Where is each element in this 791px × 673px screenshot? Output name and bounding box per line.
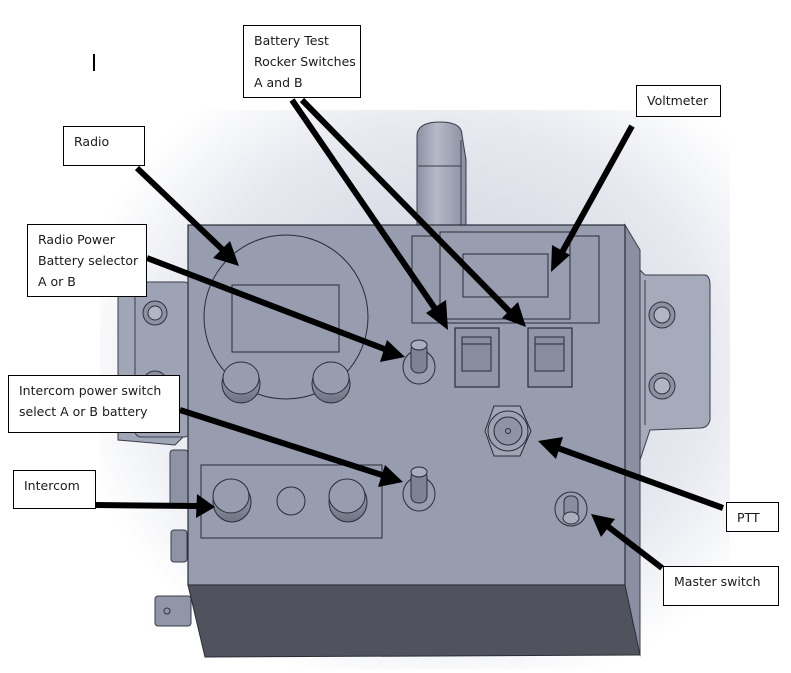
arrow-battery-test-a [289, 98, 448, 330]
arrow-intercom [94, 494, 215, 518]
arrow-voltmeter [551, 124, 635, 272]
callout-line: Radio Power [38, 232, 115, 247]
arrow-ptt [538, 437, 725, 511]
callout-line: Radio [74, 134, 110, 149]
rocker-switch-a [454, 327, 500, 388]
callout-battery-test: Battery Test Rocker Switches A and B [243, 25, 361, 98]
box-bottom-face [187, 584, 641, 658]
callout-line: Rocker Switches [254, 54, 356, 69]
callout-radio-power: Radio Power Battery selector A or B [27, 224, 147, 297]
radio-power-toggle-icon [402, 339, 436, 385]
callout-line: PTT [737, 510, 760, 525]
ptt-connector-icon [484, 405, 532, 457]
arrow-radio [134, 165, 239, 266]
intercom-power-toggle-icon [402, 466, 436, 512]
callout-line: Intercom [24, 478, 80, 493]
text-cursor [93, 54, 95, 71]
callout-line: A and B [254, 75, 303, 90]
arrow-intercom-power [179, 407, 403, 487]
box-side-face [624, 223, 641, 657]
callout-line: Master switch [674, 574, 761, 589]
voltmeter-display [462, 253, 549, 298]
callout-line: Voltmeter [647, 93, 709, 108]
callout-intercom-power: Intercom power switch select A or B batt… [8, 375, 180, 433]
callout-master-switch: Master switch [663, 566, 779, 606]
right-mounting-bracket [624, 248, 711, 477]
arrow-master-switch [591, 514, 664, 571]
master-switch-icon [554, 491, 588, 527]
mounting-hole-icon [648, 301, 676, 329]
radio-display [231, 284, 340, 353]
radio-knob-icon [311, 361, 351, 404]
callout-line: Battery Test [254, 33, 329, 48]
callout-line: select A or B battery [19, 404, 148, 419]
intercom-small-jack-icon [276, 486, 306, 516]
rocker-switch-b [527, 327, 573, 388]
radio-unit [203, 234, 369, 404]
callout-line: A or B [38, 274, 76, 289]
carry-handle [416, 121, 467, 233]
callout-voltmeter: Voltmeter [636, 85, 721, 117]
callout-line: Battery selector [38, 253, 139, 268]
annotation-arrows [94, 97, 725, 571]
callout-intercom: Intercom [13, 470, 96, 509]
callout-line: Intercom power switch [19, 383, 162, 398]
intercom-jack-icon [212, 478, 252, 523]
intercom-jack-icon [328, 478, 368, 523]
mounting-hole-icon [648, 372, 676, 400]
side-connectors [154, 449, 192, 627]
callout-radio: Radio [63, 126, 145, 166]
radio-knob-icon [221, 361, 261, 404]
mounting-hole-icon [142, 300, 168, 326]
arrow-battery-test-b [299, 97, 526, 327]
arrow-radio-power [145, 255, 405, 362]
callout-ptt: PTT [726, 502, 779, 532]
